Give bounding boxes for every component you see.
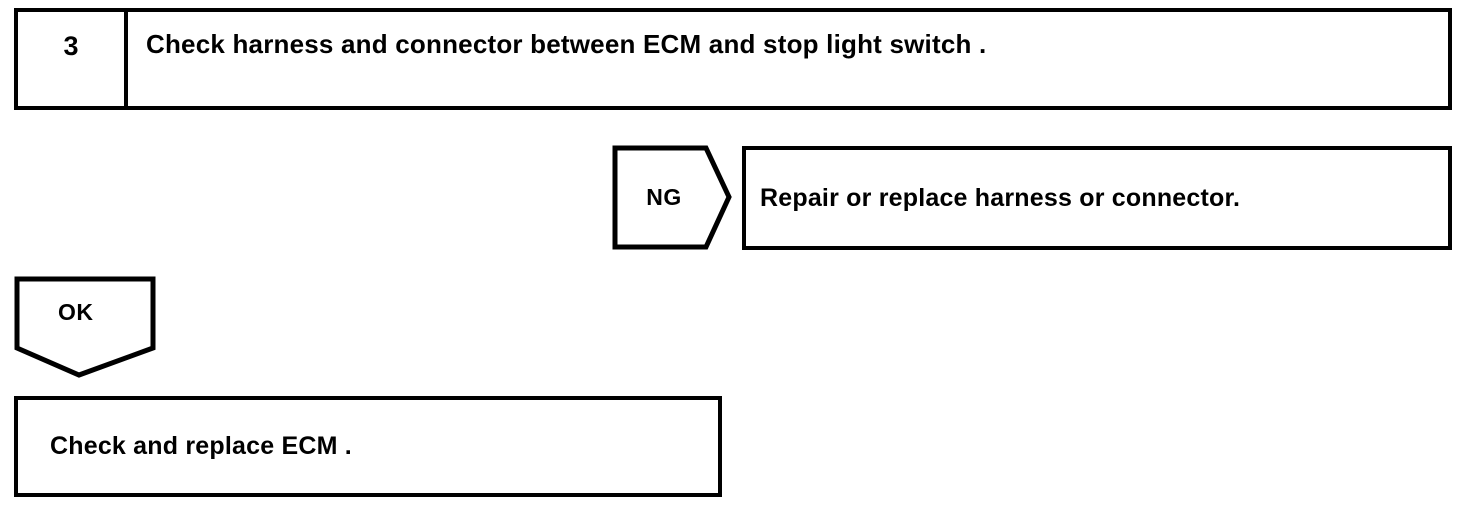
step-number-cell: 3 (18, 12, 128, 106)
ok-result-box: Check and replace ECM . (14, 396, 722, 497)
ng-result-text: Repair or replace harness or connector. (760, 183, 1241, 212)
step-row: 3 Check harness and connector between EC… (14, 8, 1452, 110)
step-number: 3 (63, 31, 79, 61)
ok-branch-arrow (14, 276, 156, 378)
ng-branch-arrow (612, 145, 732, 250)
ng-result-box: Repair or replace harness or connector. (742, 146, 1452, 250)
ok-result-text: Check and replace ECM . (50, 432, 352, 460)
step-title: Check harness and connector between ECM … (146, 29, 987, 59)
step-title-cell: Check harness and connector between ECM … (132, 12, 1448, 106)
